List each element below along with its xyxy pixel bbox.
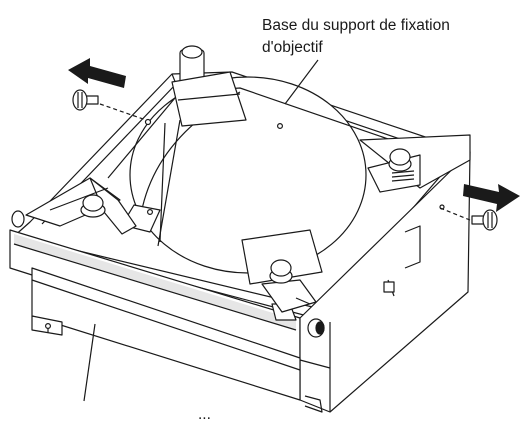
arrow-left-icon: [68, 58, 126, 88]
clamp-front: [241, 229, 323, 313]
clamp-left: [25, 177, 137, 235]
screw-right: [439, 207, 498, 231]
mount-lower-body: [31, 267, 301, 401]
clamp-right: [359, 134, 471, 193]
screw-left: [72, 89, 152, 126]
lens-mount-base-label: Base du support de fixation d'objectif: [262, 15, 450, 59]
arrow-right-icon: [463, 184, 520, 212]
clamp-back: [171, 45, 247, 127]
bottom-partial-label: ...: [198, 406, 211, 421]
bottom-label-clip: ...: [0, 396, 525, 421]
label-line-1: Base du support de fixation: [262, 17, 450, 34]
leader-line-top: [284, 59, 319, 105]
leader-line-bottom: [83, 323, 96, 402]
label-line-2: d'objectif: [262, 39, 323, 56]
